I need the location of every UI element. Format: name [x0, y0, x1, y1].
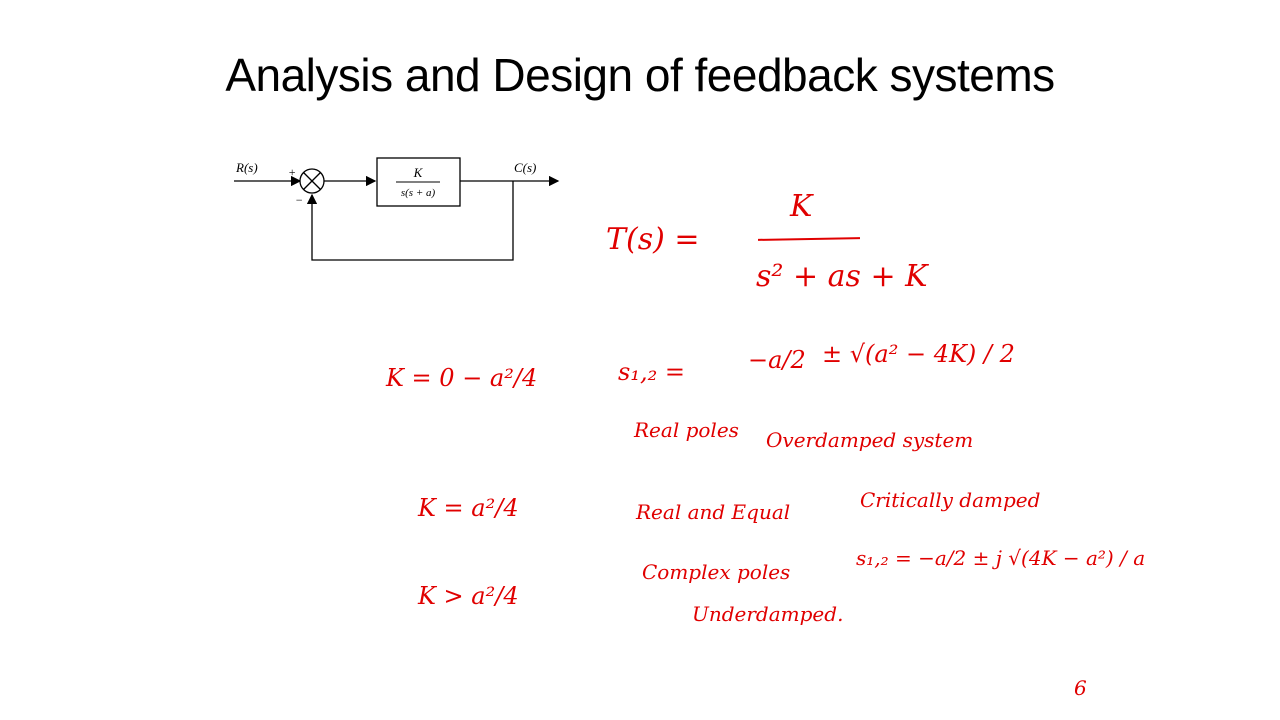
case1-roots-lhs: s₁,₂ =	[618, 358, 685, 386]
case2-pole-type: Real and Equal	[636, 500, 791, 524]
block-denominator: s(s + a)	[401, 187, 436, 199]
block-diagram: R(s) + − K s(s + a) C(s)	[234, 157, 560, 261]
case1-roots-a: −a/2	[748, 346, 806, 374]
case3-condition: K > a²/4	[418, 582, 519, 610]
case3-pole-type: Complex poles	[642, 560, 791, 584]
block-numerator: K	[413, 165, 424, 180]
case3-damping: Underdamped.	[692, 602, 844, 626]
case2-condition: K = a²/4	[418, 494, 519, 522]
case2-damping: Critically damped	[860, 488, 1041, 512]
minus-sign: −	[295, 193, 303, 207]
case3-roots: s₁,₂ = −a/2 ± j √(4K − a²) / a	[856, 546, 1146, 570]
tf-denominator: s² + as + K	[756, 259, 928, 294]
slide-title: Analysis and Design of feedback systems	[225, 49, 1055, 101]
tf-fraction-bar	[757, 237, 861, 241]
case1-pole-type: Real poles	[634, 418, 739, 442]
case1-condition: K = 0 − a²/4	[386, 364, 538, 392]
case1-damping: Overdamped system	[766, 428, 974, 452]
input-label: R(s)	[235, 160, 258, 175]
tf-lhs: T(s) =	[606, 222, 700, 257]
tf-numerator: K	[790, 189, 813, 224]
plus-sign: +	[288, 165, 296, 179]
case1-roots-b: ± √(a² − 4K) / 2	[822, 340, 1015, 368]
stray-mark: 6	[1074, 676, 1087, 700]
output-label: C(s)	[514, 160, 536, 175]
feedback-path	[306, 181, 514, 261]
